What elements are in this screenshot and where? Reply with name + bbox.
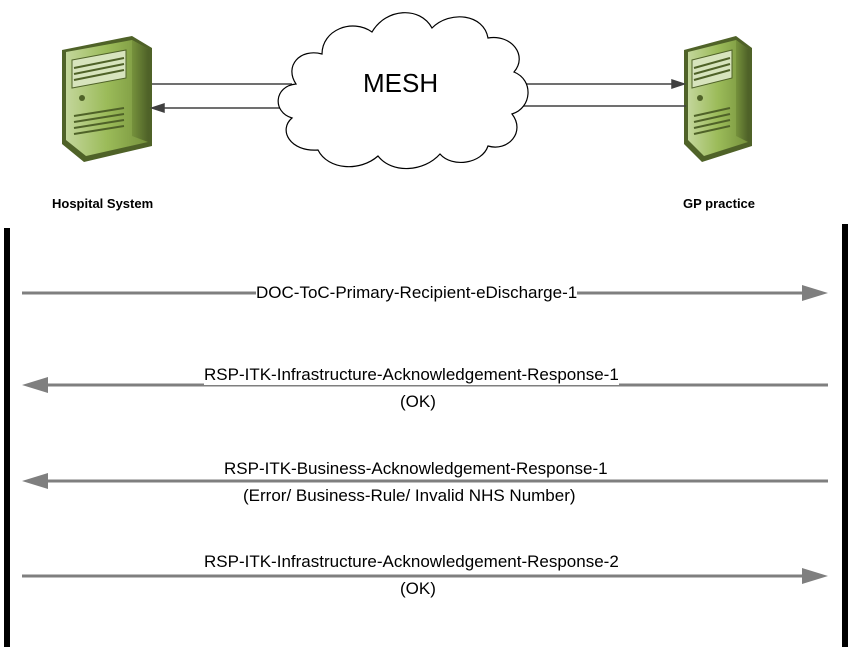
message-arrow-head xyxy=(22,377,48,393)
message-label: (Error/ Business-Rule/ Invalid NHS Numbe… xyxy=(243,485,576,506)
mesh-cloud xyxy=(277,12,529,170)
message-label: RSP-ITK-Infrastructure-Acknowledgement-R… xyxy=(204,364,619,385)
mesh-connections xyxy=(149,78,687,114)
gp-practice-label: GP practice xyxy=(683,196,756,211)
message-arrows xyxy=(22,285,828,584)
message-label: DOC-ToC-Primary-Recipient-eDischarge-1 xyxy=(256,282,578,303)
server-icon xyxy=(62,36,152,162)
hospital-system-label: Hospital System xyxy=(52,196,154,211)
message-label: (OK) xyxy=(400,578,436,599)
message-label: RSP-ITK-Business-Acknowledgement-Respons… xyxy=(224,458,608,479)
message-label: RSP-ITK-Infrastructure-Acknowledgement-R… xyxy=(204,551,619,572)
mesh-label: MESH xyxy=(363,68,439,98)
message-label: (OK) xyxy=(400,391,436,412)
message-arrow-head xyxy=(802,285,828,301)
server-icon xyxy=(684,36,752,162)
message-arrow-head xyxy=(22,473,48,489)
message-arrow-head xyxy=(802,568,828,584)
